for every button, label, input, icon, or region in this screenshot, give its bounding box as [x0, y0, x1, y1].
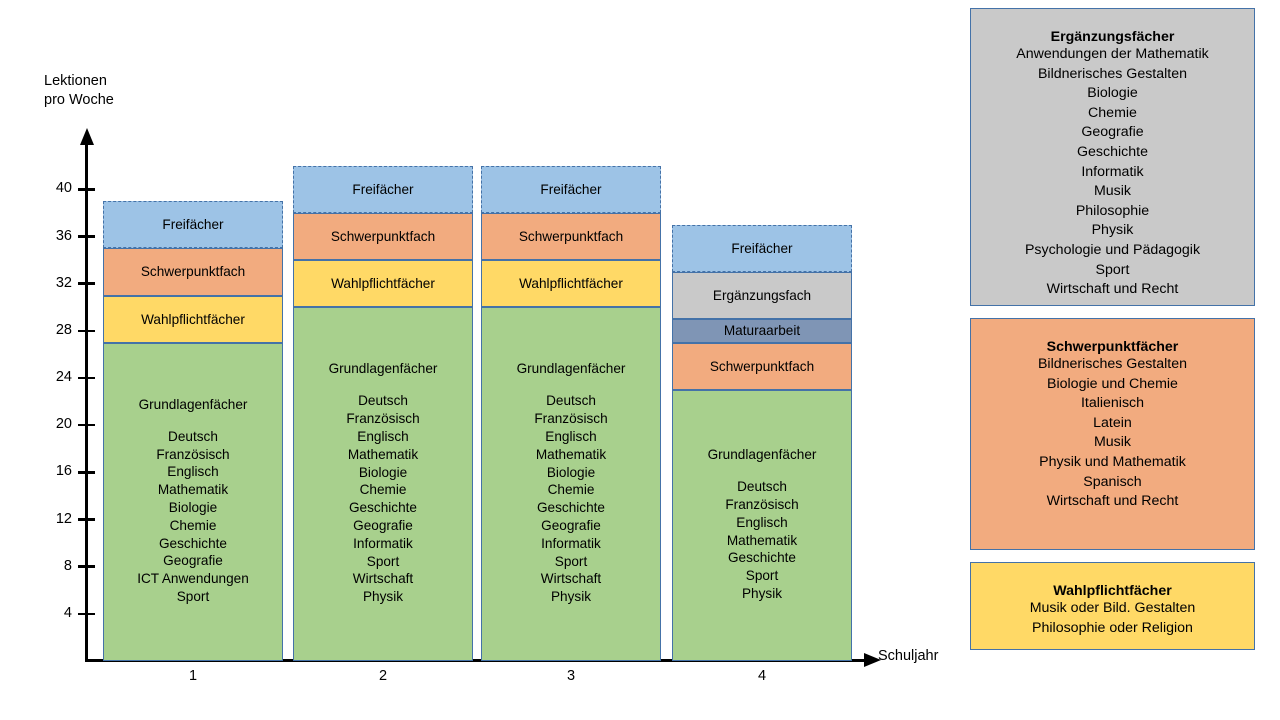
bar-segment-title: Freifächer: [352, 181, 414, 197]
bar-segment-title: Wahlpflichtfächer: [519, 276, 623, 292]
y-tick-mark: [78, 423, 95, 427]
y-tick-mark: [78, 188, 95, 191]
bar-segment-subject-list: Deutsch Französisch Englisch Mathematik …: [725, 479, 799, 601]
y-axis-arrow-icon: [79, 128, 94, 145]
bar-segment-3-wahlpflichtfächer[interactable]: Wahlpflichtfächer: [481, 260, 661, 308]
bar-segment-title: Ergänzungsfach: [712, 288, 812, 303]
legend-title: Ergänzungsfächer: [1050, 29, 1175, 45]
y-tick-mark: [78, 235, 95, 238]
y-tick-label: 28: [55, 321, 72, 338]
x-tick-label-year-2: 2: [378, 668, 388, 684]
y-tick-label: 36: [55, 227, 72, 244]
y-tick-label: 8: [63, 557, 72, 574]
bar-segment-2-schwerpunktfach[interactable]: Schwerpunktfach: [293, 212, 473, 261]
bar-segment-title: Freifächer: [731, 240, 793, 256]
bar-segment-title: Grundlagenfächer: [707, 447, 817, 463]
bar-segment-title: Schwerpunktfach: [518, 229, 624, 245]
y-tick-label: 4: [63, 604, 72, 621]
bar-segment-4-freifächer[interactable]: Freifächer: [672, 224, 852, 272]
bar-segment-title: Freifächer: [162, 217, 224, 233]
bar-segment-3-freifächer[interactable]: Freifächer: [481, 165, 661, 213]
y-tick-label: 24: [55, 369, 72, 386]
bar-segment-1-schwerpunktfach[interactable]: Schwerpunktfach: [103, 248, 283, 296]
bar-segment-title: Freifächer: [540, 181, 602, 197]
bar-segment-title: Schwerpunktfach: [140, 264, 246, 280]
bar-segment-title: Wahlpflichtfächer: [141, 311, 245, 327]
bar-segment-1-freifächer[interactable]: Freifächer: [103, 201, 283, 249]
bar-segment-1-wahlpflichtfächer[interactable]: Wahlpflichtfächer: [103, 295, 283, 343]
y-tick-mark: [78, 329, 95, 333]
y-tick-mark: [78, 282, 95, 285]
x-axis-title: Schuljahr: [878, 648, 939, 664]
legend-title: Schwerpunktfächer: [1046, 339, 1179, 355]
x-tick-label-year-3: 3: [566, 668, 576, 684]
bar-segment-subject-list: Deutsch Französisch Englisch Mathematik …: [534, 393, 608, 605]
bar-segment-4-schwerpunktfach[interactable]: Schwerpunktfach: [672, 342, 852, 390]
bar-segment-title: Schwerpunktfach: [330, 229, 436, 245]
bar-segment-4-maturaarbeit[interactable]: Maturaarbeit: [672, 319, 852, 343]
y-tick-mark: [78, 612, 95, 616]
legend-item-list: Musik oder Bild. Gestalten Philosophie o…: [1029, 600, 1196, 636]
y-tick-label: 32: [55, 274, 72, 291]
y-tick-mark: [78, 565, 95, 568]
bar-segment-4-ergänzungsfach[interactable]: Ergänzungsfach: [672, 271, 852, 320]
legend-item-list: Bildnerisches Gestalten Biologie und Che…: [1037, 356, 1188, 510]
bar-segment-title: Grundlagenfächer: [138, 396, 248, 412]
x-axis-line: [85, 659, 868, 663]
y-axis-title: Lektionen pro Woche: [44, 73, 114, 108]
y-tick-label: 16: [55, 463, 72, 480]
y-tick-label: 20: [55, 416, 72, 433]
y-tick-label: 40: [55, 180, 72, 197]
y-tick-mark: [78, 471, 95, 474]
bar-segment-subject-list: Deutsch Französisch Englisch Mathematik …: [137, 428, 249, 604]
bar-segment-3-schwerpunktfach[interactable]: Schwerpunktfach: [481, 212, 661, 261]
x-tick-label-year-1: 1: [188, 668, 198, 684]
x-tick-label-year-4: 4: [757, 668, 767, 684]
bar-segment-title: Schwerpunktfach: [709, 358, 815, 374]
bar-segment-title: Grundlagenfächer: [516, 361, 626, 377]
bar-segment-subject-list: Deutsch Französisch Englisch Mathematik …: [346, 393, 420, 605]
bar-segment-title: Wahlpflichtfächer: [331, 276, 435, 292]
bar-segment-2-wahlpflichtfächer[interactable]: Wahlpflichtfächer: [293, 260, 473, 308]
legend-title: Wahlpflichtfächer: [1053, 583, 1172, 599]
legend-item-list: Anwendungen der Mathematik Bildnerisches…: [1016, 46, 1209, 298]
bar-segment-title: Grundlagenfächer: [328, 361, 438, 377]
x-axis-arrow-icon: [864, 652, 881, 667]
y-tick-label: 12: [55, 510, 72, 527]
y-axis-line: [85, 143, 89, 662]
y-tick-mark: [78, 376, 95, 380]
bar-segment-title: Maturaarbeit: [723, 323, 801, 339]
bar-segment-2-freifächer[interactable]: Freifächer: [293, 165, 473, 213]
y-tick-mark: [78, 518, 95, 521]
